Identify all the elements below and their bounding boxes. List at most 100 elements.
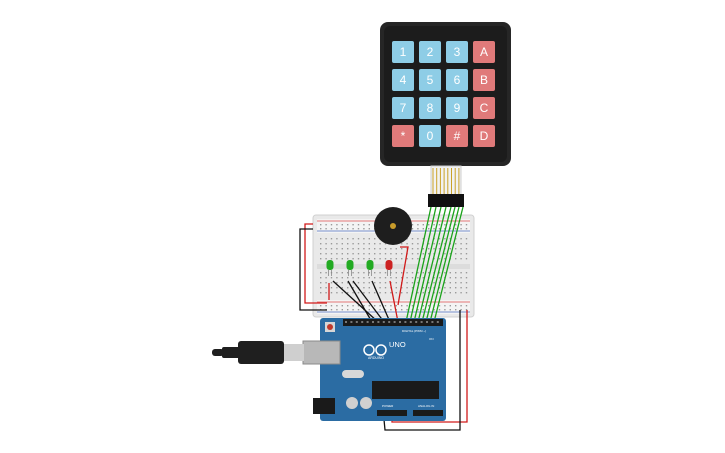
- keypad-key[interactable]: 2: [419, 41, 441, 63]
- keypad-key[interactable]: D: [473, 125, 495, 147]
- breadboard-hole: [379, 253, 381, 255]
- breadboard-hole: [417, 309, 419, 311]
- header-pin: [388, 321, 391, 323]
- breadboard-hole: [422, 228, 424, 230]
- breadboard-hole: [347, 272, 349, 274]
- breadboard-hole: [411, 224, 414, 226]
- breadboard-hole: [422, 272, 424, 274]
- breadboard-hole: [433, 224, 435, 226]
- arduino-uno[interactable]: UNO ARDUINO DIGITAL (PWM ~) POWER ANALOG…: [302, 318, 446, 421]
- breadboard-hole: [444, 272, 446, 274]
- keypad-key[interactable]: #: [446, 125, 468, 147]
- breadboard-hole: [449, 277, 451, 279]
- led-red: [385, 260, 393, 276]
- keypad-key[interactable]: 3: [446, 41, 468, 63]
- breadboard-hole: [444, 282, 446, 284]
- analog-header: [413, 410, 443, 416]
- keypad-key[interactable]: B: [473, 69, 495, 91]
- breadboard-hole: [330, 224, 333, 226]
- ribbon-traces: [432, 168, 460, 194]
- breadboard-hole: [330, 292, 333, 294]
- breadboard-hole: [438, 277, 441, 279]
- key-cap: [446, 41, 468, 63]
- keypad-key[interactable]: 9: [446, 97, 468, 119]
- breadboard-hole: [455, 305, 457, 307]
- wire-black-led1: [332, 280, 379, 323]
- breadboard-center-groove: [317, 264, 470, 269]
- breadboard-hole: [433, 277, 435, 279]
- keypad-key[interactable]: *: [392, 125, 414, 147]
- wire-red-rail-jumper: [304, 223, 327, 304]
- breadboard-hole: [352, 282, 354, 284]
- breadboard-hole: [460, 305, 462, 307]
- breadboard-hole: [368, 292, 370, 294]
- breadboard-hole: [368, 309, 370, 311]
- breadboard-hole: [325, 282, 327, 284]
- breadboard-hole: [330, 243, 333, 245]
- reset-button-cap: [327, 324, 333, 330]
- power-header: [377, 410, 407, 416]
- breadboard-hole: [455, 287, 457, 289]
- key-cap: [446, 69, 468, 91]
- breadboard-hole: [465, 243, 468, 245]
- breadboard-hole: [363, 272, 365, 274]
- breadboard-hole: [460, 238, 462, 240]
- breadboard-hole: [363, 224, 365, 226]
- breadboard-hole: [460, 272, 462, 274]
- breadboard-hole: [384, 282, 387, 284]
- ribbon-header: [428, 194, 464, 207]
- key-cap: [419, 69, 441, 91]
- breadboard-hole: [347, 228, 349, 230]
- breadboard-hole: [465, 292, 468, 294]
- breadboard-hole: [341, 272, 343, 274]
- header-pin: [436, 321, 439, 323]
- keypad-key[interactable]: 6: [446, 69, 468, 91]
- breadboard-hole: [379, 282, 381, 284]
- keypad-key[interactable]: 7: [392, 97, 414, 119]
- breadboard-hole: [395, 272, 397, 274]
- breadboard-hole: [379, 305, 381, 307]
- key-label: 5: [427, 73, 434, 87]
- keypad-key[interactable]: C: [473, 97, 495, 119]
- led-body: [385, 260, 393, 270]
- header-pin: [382, 321, 385, 323]
- breadboard-hole: [449, 272, 451, 274]
- keypad-key[interactable]: 0: [419, 125, 441, 147]
- breadboard-hole: [363, 228, 365, 230]
- keypad-key[interactable]: 8: [419, 97, 441, 119]
- led-body: [366, 260, 374, 270]
- breadboard-hole: [357, 238, 360, 240]
- capacitor-2: [360, 397, 372, 409]
- breadboard-hole: [395, 258, 397, 260]
- keypad-key[interactable]: A: [473, 41, 495, 63]
- keypad-key[interactable]: 1: [392, 41, 414, 63]
- breadboard-hole: [320, 305, 322, 307]
- breadboard-hole: [325, 228, 327, 230]
- breadboard-hole: [401, 287, 403, 289]
- piezo-buzzer[interactable]: [374, 207, 412, 245]
- breadboard-hole: [395, 309, 397, 311]
- breadboard-hole: [411, 277, 414, 279]
- breadboard-hole: [374, 243, 376, 245]
- breadboard-hole: [455, 258, 457, 260]
- breadboard-hole: [384, 277, 387, 279]
- breadboard-hole: [465, 277, 468, 279]
- breadboard-hole: [384, 253, 387, 255]
- breadboard-hole: [374, 282, 376, 284]
- breadboard-hole: [449, 309, 451, 311]
- usb-strain-relief: [222, 347, 240, 358]
- breadboard-hole: [428, 224, 430, 226]
- breadboard-hole: [406, 258, 408, 260]
- keypad-key[interactable]: 5: [419, 69, 441, 91]
- breadboard-hole: [368, 248, 370, 250]
- key-cap: [473, 97, 495, 119]
- keypad-wires: [405, 206, 464, 323]
- breadboard-hole: [444, 243, 446, 245]
- breadboard-hole: [368, 282, 370, 284]
- keypad-key[interactable]: 4: [392, 69, 414, 91]
- key-label: B: [480, 73, 488, 87]
- key-label: 7: [400, 101, 407, 115]
- breadboard-hole: [465, 228, 468, 230]
- wire-black-led2: [352, 280, 385, 323]
